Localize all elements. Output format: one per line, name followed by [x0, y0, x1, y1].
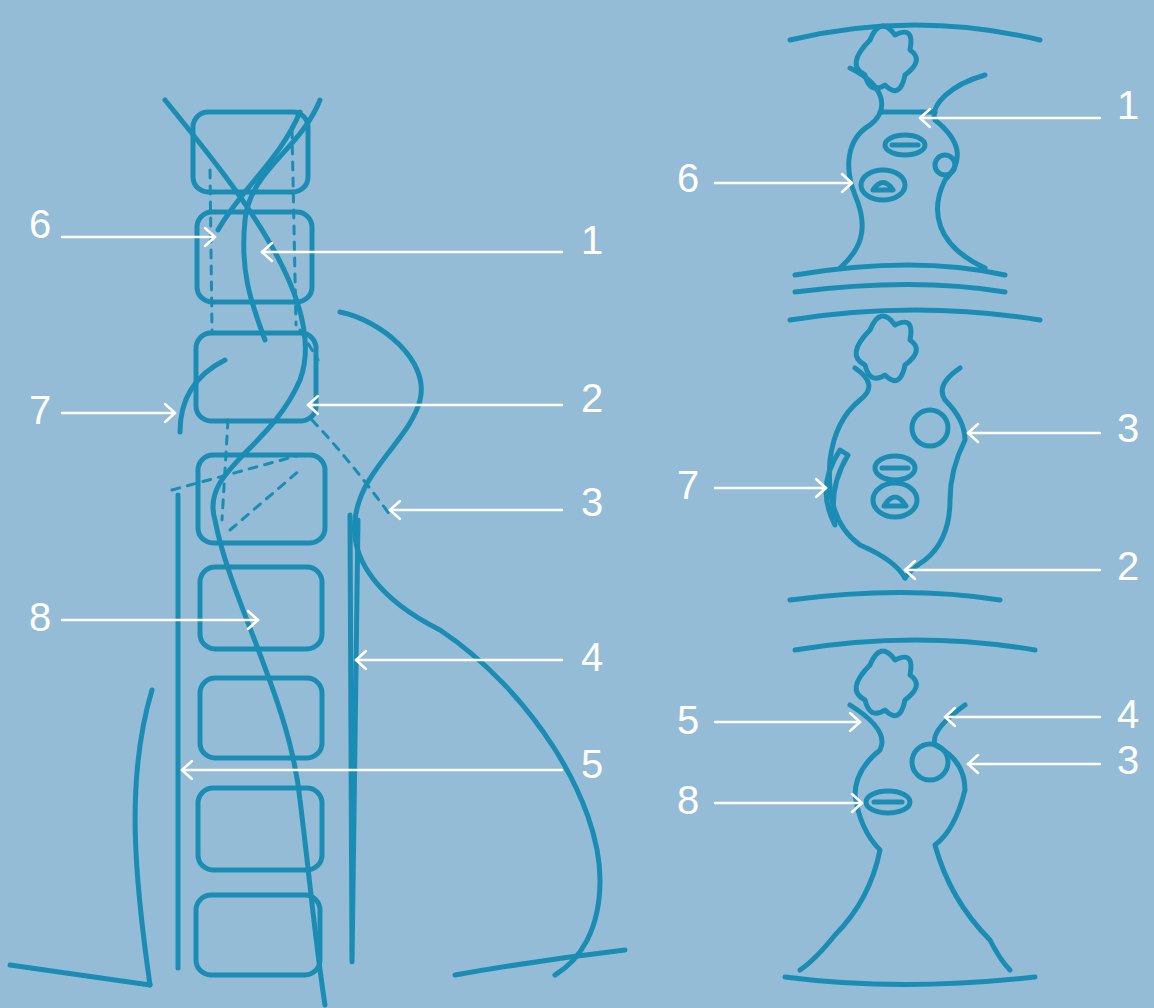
leader-line — [182, 769, 562, 772]
leader-arrow — [390, 501, 562, 519]
callout-number: 7 — [29, 390, 51, 430]
callout-number: 4 — [1117, 694, 1139, 734]
leader-arrow — [62, 228, 215, 246]
leader-line — [945, 708, 955, 717]
callout-number: 8 — [677, 780, 699, 820]
callout-number: 4 — [581, 637, 603, 677]
leader-line — [62, 236, 215, 239]
callout-number: 7 — [677, 465, 699, 505]
leader-arrow — [308, 396, 562, 414]
leader-arrow — [62, 611, 258, 629]
leader-line — [850, 722, 860, 731]
leader-line — [968, 763, 1100, 766]
leader-arrow — [356, 651, 562, 669]
leader-line — [62, 619, 258, 622]
leader-line — [205, 228, 215, 237]
leader-line — [842, 174, 852, 183]
leader-line — [852, 794, 862, 803]
leader-line — [205, 237, 215, 246]
leader-line — [920, 117, 1100, 120]
leader-line — [715, 802, 862, 805]
leader-line — [248, 611, 258, 620]
leader-line — [390, 510, 400, 519]
callout-number: 3 — [1117, 408, 1139, 448]
leader-line — [262, 243, 272, 252]
callout-number: 3 — [581, 482, 603, 522]
leader-line — [816, 488, 826, 497]
callout-number: 6 — [29, 204, 51, 244]
leader-line — [182, 770, 192, 779]
leader-line — [165, 413, 175, 422]
leader-line — [308, 404, 562, 407]
callout-number: 2 — [581, 378, 603, 418]
leader-arrow — [182, 761, 562, 779]
leader-line — [715, 182, 852, 185]
leader-line — [968, 755, 978, 764]
leader-line — [920, 118, 930, 127]
leader-line — [842, 183, 852, 192]
leader-line — [905, 561, 915, 570]
callout-number: 8 — [29, 597, 51, 637]
leader-line — [852, 803, 862, 812]
leader-arrow — [920, 109, 1100, 127]
leader-line — [308, 405, 318, 414]
leader-line — [715, 487, 826, 490]
leader-line — [850, 713, 860, 722]
leader-arrow — [945, 708, 1100, 726]
leader-line — [945, 717, 955, 726]
leader-line — [248, 620, 258, 629]
leader-line — [816, 479, 826, 488]
leader-arrow — [715, 713, 860, 731]
leader-line — [356, 660, 366, 669]
leader-arrow — [905, 561, 1100, 579]
leader-line — [165, 404, 175, 413]
leader-line — [968, 432, 1100, 435]
callout-number: 2 — [1117, 546, 1139, 586]
leader-line — [390, 509, 562, 512]
leader-line — [262, 251, 562, 254]
leader-line — [968, 433, 978, 442]
leader-arrow — [262, 243, 562, 261]
leader-line — [920, 109, 930, 118]
leader-line — [945, 716, 1100, 719]
leader-line — [182, 761, 192, 770]
leader-arrow — [968, 424, 1100, 442]
leader-line — [262, 252, 272, 261]
leader-line — [715, 721, 860, 724]
leader-line — [968, 764, 978, 773]
callout-number: 5 — [677, 700, 699, 740]
callout-number: 1 — [581, 220, 603, 260]
leader-arrow — [62, 404, 175, 422]
callout-number: 5 — [581, 744, 603, 784]
leader-line — [308, 396, 318, 405]
leader-line — [905, 569, 1100, 572]
callout-number: 3 — [1117, 740, 1139, 780]
leader-arrow — [715, 174, 852, 192]
leader-arrow — [968, 755, 1100, 773]
leader-line — [62, 412, 175, 415]
leader-line — [356, 651, 366, 660]
leader-arrow — [715, 479, 826, 497]
leader-line — [968, 424, 978, 433]
callout-number: 1 — [1117, 85, 1139, 125]
leader-line — [390, 501, 400, 510]
leader-line — [905, 570, 915, 579]
leader-arrow — [715, 794, 862, 812]
leader-line — [356, 659, 562, 662]
callout-number: 6 — [677, 158, 699, 198]
